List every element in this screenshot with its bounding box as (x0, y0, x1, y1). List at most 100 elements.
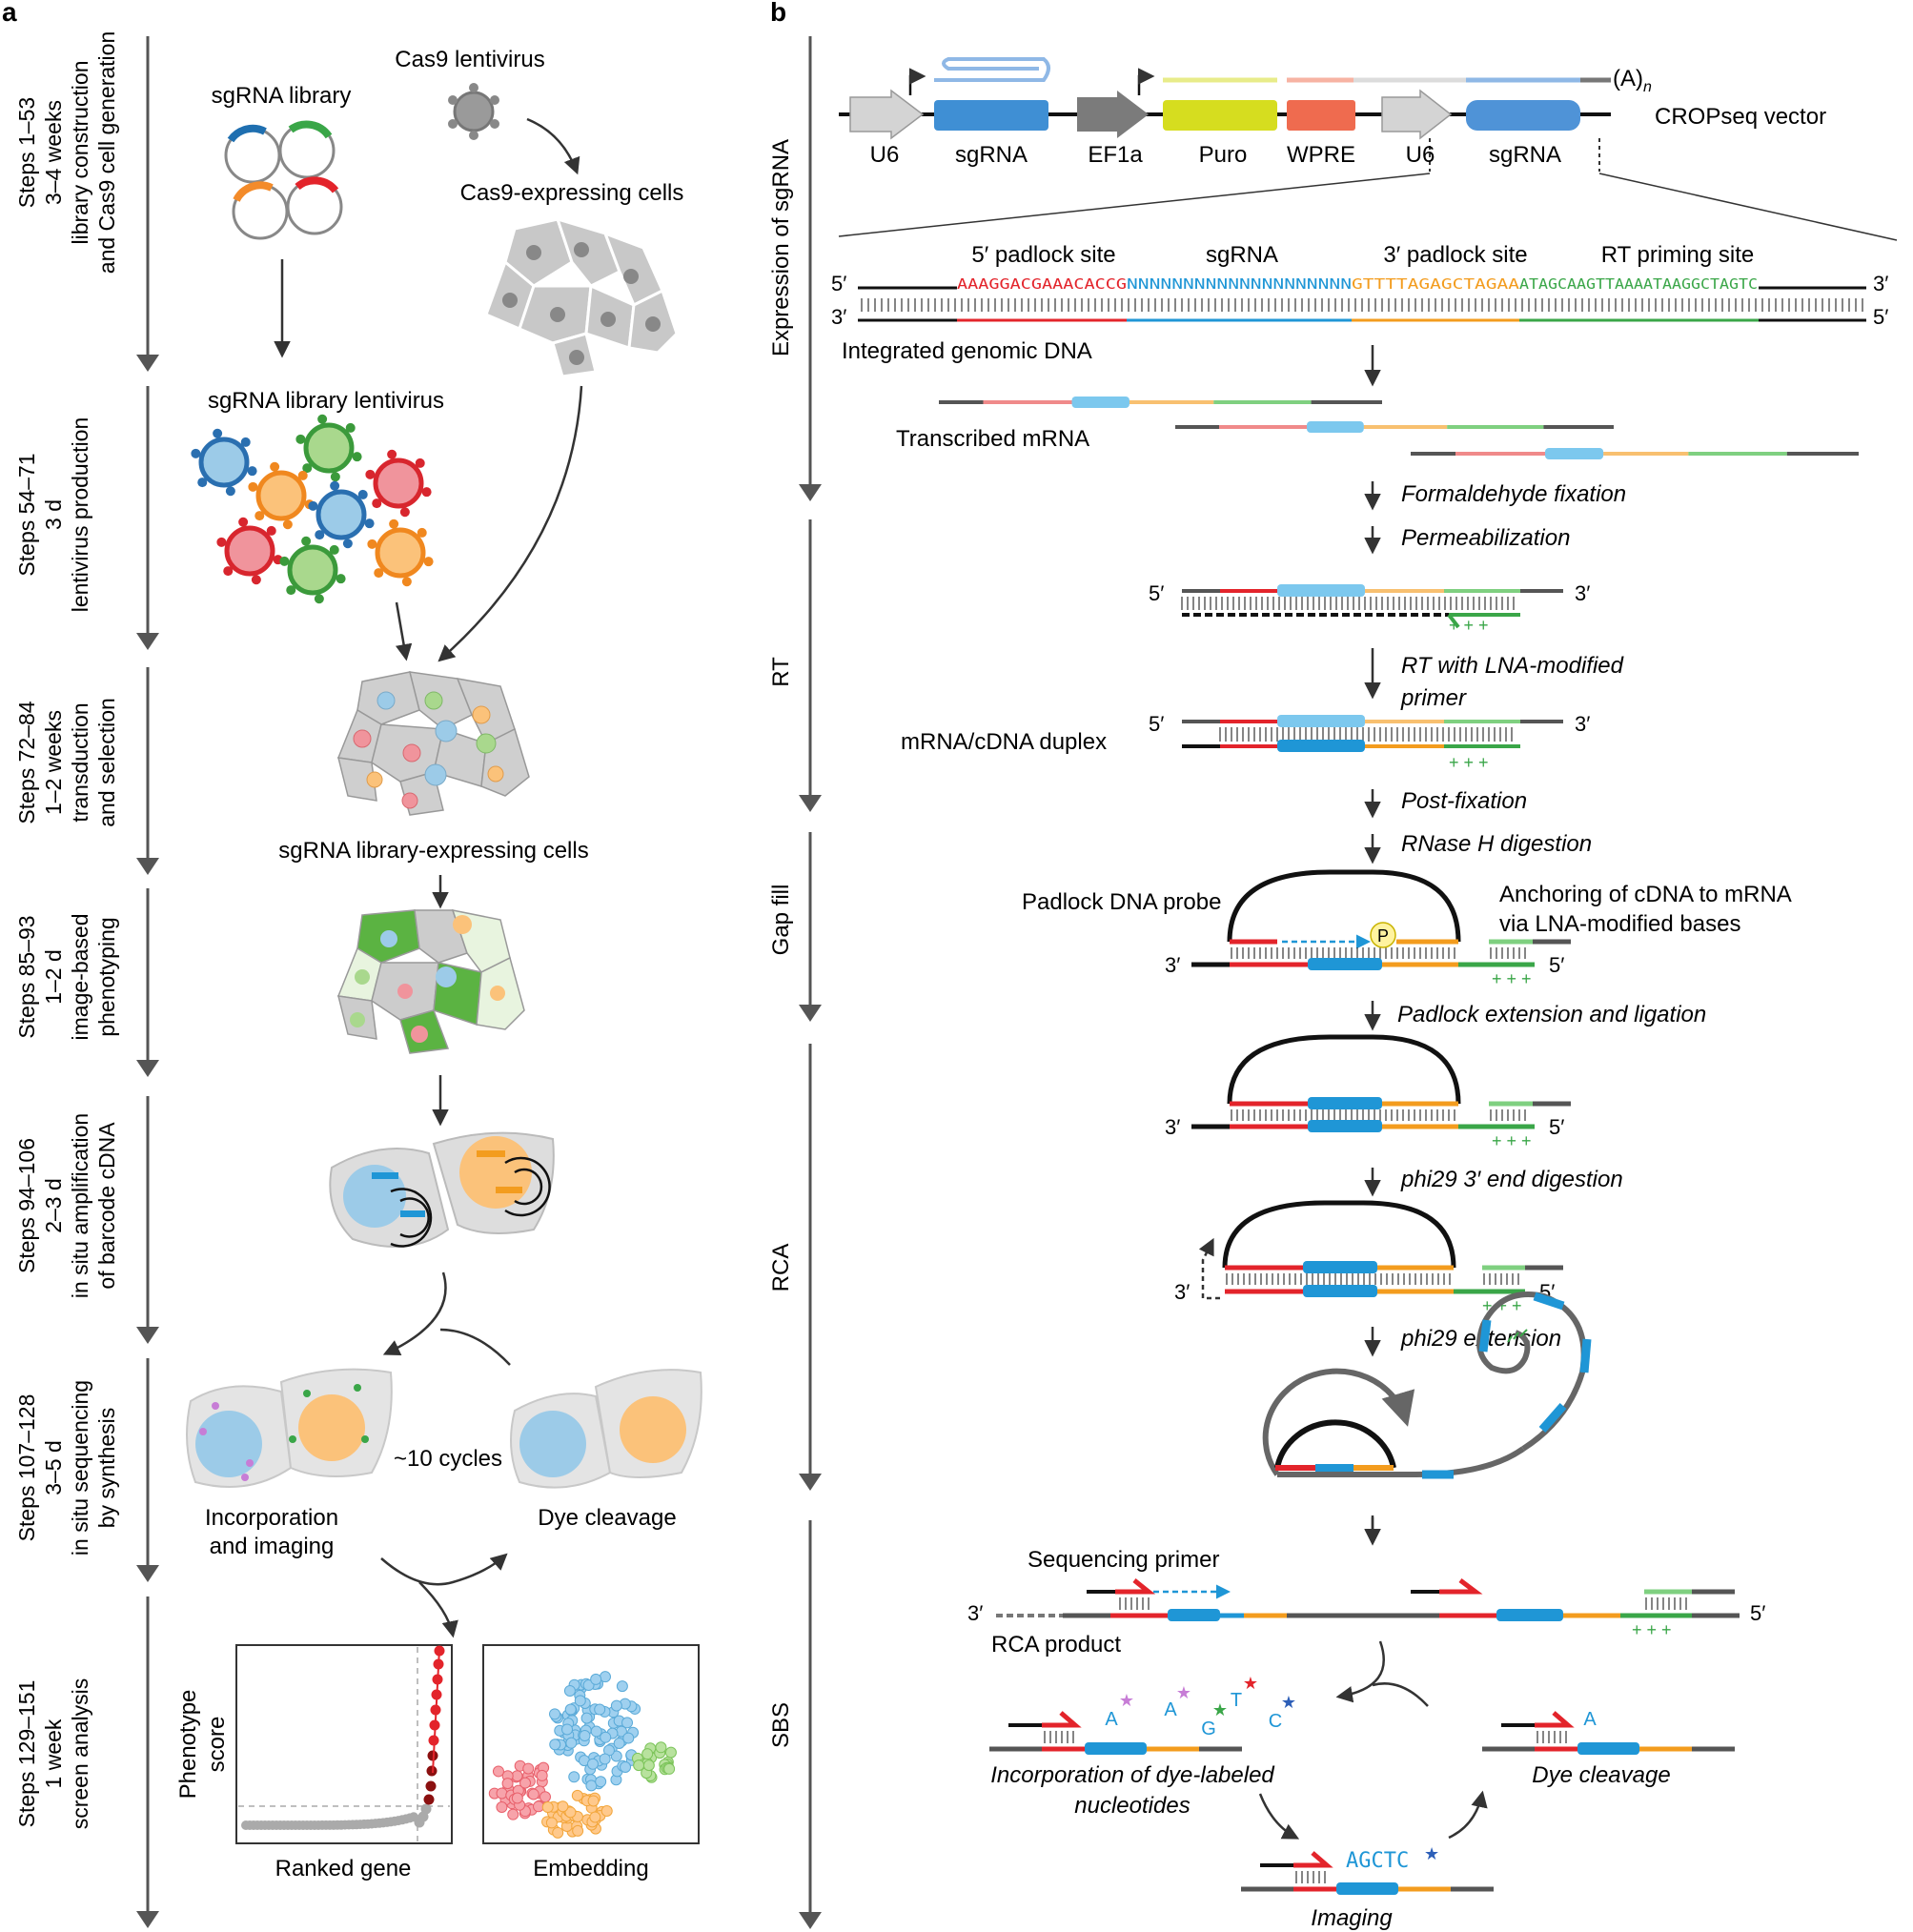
sequencing-cells-incorporation (186, 1368, 393, 1488)
step-label-3-line-2: image-based (68, 914, 92, 1041)
incorporation-label-2: and imaging (210, 1534, 335, 1559)
embedding-point (610, 1699, 622, 1712)
panel-b-timeline-heads (799, 484, 822, 1929)
step-label-3-line-3: phenotyping (94, 917, 119, 1036)
stage-rt: RT (768, 657, 794, 687)
step-label-0-line-0: Steps 1–53 (14, 97, 39, 208)
step-postfix: Post-fixation (1401, 788, 1527, 814)
embedding-point (579, 1730, 591, 1742)
embedding-plot (482, 1644, 700, 1844)
cas9-lentivirus-label: Cas9 lentivirus (395, 47, 544, 72)
embedding-point (587, 1795, 600, 1807)
step-rt-1: RT with LNA-modified (1401, 653, 1624, 679)
sgrna-virus (295, 414, 362, 482)
transduced-cells (336, 671, 530, 816)
embedding-point (574, 1695, 586, 1707)
svg-text:★: ★ (1212, 1700, 1228, 1719)
arrow-cas9cells-to-transduction (438, 385, 583, 662)
integrated-genomic-dna-label: Integrated genomic DNA (842, 338, 1092, 364)
rt-5prime: 5′ (1149, 581, 1164, 605)
cas9-nuclei (502, 242, 661, 365)
cropseq-vector (838, 57, 1898, 241)
seq-3prime-top: 3′ (1873, 272, 1888, 295)
panel-a-label: a (2, 0, 17, 27)
step-label-1-line-2: lentivirus production (68, 417, 92, 613)
vector-puro: Puro (1199, 142, 1248, 168)
panel-b-label: b (770, 0, 786, 27)
sgrna-virus (367, 519, 434, 587)
rt-3prime: 3′ (1575, 581, 1590, 605)
step-label-5-line-2: in situ sequencing (68, 1380, 92, 1556)
sgrna-virus (248, 461, 315, 530)
embedding-point (610, 1750, 622, 1762)
sgrna-virus (279, 536, 346, 604)
incorporation-label-1: Incorporation (205, 1505, 338, 1531)
embedding-point (552, 1826, 564, 1839)
seq-5prime-top: 5′ (831, 272, 846, 295)
svg-text:A: A (1164, 1699, 1177, 1720)
step-label-2-line-2: transduction (68, 702, 92, 822)
embedding-point (600, 1804, 613, 1817)
step-padlock-ext: Padlock extension and ligation (1397, 1002, 1706, 1027)
embedding-point (594, 1703, 606, 1716)
sbs-3prime: 3′ (967, 1601, 983, 1625)
incorp-label-1: Incorporation of dye-labeled (990, 1762, 1274, 1788)
gapfill-construct (1191, 869, 1571, 970)
seq-header-3padlock: 3′ padlock site (1383, 242, 1527, 268)
embedding-point (590, 1725, 602, 1738)
step-label-0-line-1: 3–4 weeks (41, 100, 66, 205)
gap-plus: + + + (1492, 969, 1532, 988)
sbs-5prime: 5′ (1750, 1601, 1765, 1625)
step-label-0-line-3: and Cas9 cell generation (94, 31, 119, 274)
step-label-6-line-2: screen analysis (68, 1678, 92, 1830)
imaging-construct (1241, 1851, 1494, 1895)
sgrna-virus (191, 428, 257, 497)
vector-ef1a: EF1a (1088, 142, 1143, 168)
duplex-5prime: 5′ (1149, 712, 1164, 736)
cleavage-nuc: A (1583, 1709, 1597, 1730)
sgrna-virus (308, 480, 375, 549)
incorporation-construct (989, 1711, 1242, 1755)
step-label-0-line-2: library construction (68, 60, 92, 244)
svg-text:C: C (1269, 1711, 1282, 1732)
cropseq-vector-label: CROPseq vector (1655, 104, 1826, 130)
embedding-point (572, 1824, 584, 1837)
digest-dashed-arrow (1198, 1237, 1220, 1300)
rca-product-with-primer (996, 1578, 1740, 1621)
phenotype-label-2: score (204, 1717, 230, 1773)
rank-hit-point (426, 1765, 438, 1777)
embedding-point (586, 1758, 599, 1770)
imaging-read: AGCTC (1346, 1849, 1409, 1873)
step-label-2-line-1: 1–2 weeks (41, 710, 66, 815)
embedding-point (620, 1761, 632, 1774)
dye-cleavage-construct (1482, 1711, 1735, 1755)
step-label-5-line-3: by synthesis (94, 1408, 119, 1529)
step-label-5-line-1: 3–5 d (41, 1440, 66, 1495)
embedding-point (536, 1769, 548, 1781)
dig-3prime: 3′ (1174, 1280, 1190, 1304)
cycles-label: ~10 cycles (394, 1446, 502, 1472)
embedding-point (613, 1738, 625, 1750)
rank-hit-point (423, 1794, 435, 1805)
seq-green: ATAGCAAGTTAAAATAAGGCTAGTC (1519, 275, 1758, 293)
embedding-point (492, 1765, 504, 1778)
embedding-point (655, 1741, 667, 1754)
step-phi29-digest: phi29 3′ end digestion (1400, 1167, 1623, 1192)
dye-cleavage-label-a: Dye cleavage (538, 1505, 676, 1531)
cas9-virus-icon (448, 83, 499, 140)
step-label-6-line-0: Steps 129–151 (14, 1680, 39, 1828)
embedding-point (616, 1680, 628, 1693)
phenotyping-cells (336, 909, 525, 1054)
embedding-point (600, 1731, 612, 1743)
svg-text:★: ★ (1119, 1691, 1134, 1710)
rca-product-label: RCA product (991, 1632, 1121, 1657)
step-label-2-line-3: and selection (94, 698, 119, 827)
embedding-point (501, 1778, 514, 1790)
embedding-point (565, 1737, 578, 1749)
padlock-probe-label: Padlock DNA probe (1022, 889, 1221, 915)
embedding-point (545, 1817, 558, 1829)
step-label-6-line-1: 1 week (41, 1718, 66, 1788)
embedding-point (557, 1800, 569, 1813)
step-label-4-line-2: in situ amplification (68, 1113, 92, 1298)
